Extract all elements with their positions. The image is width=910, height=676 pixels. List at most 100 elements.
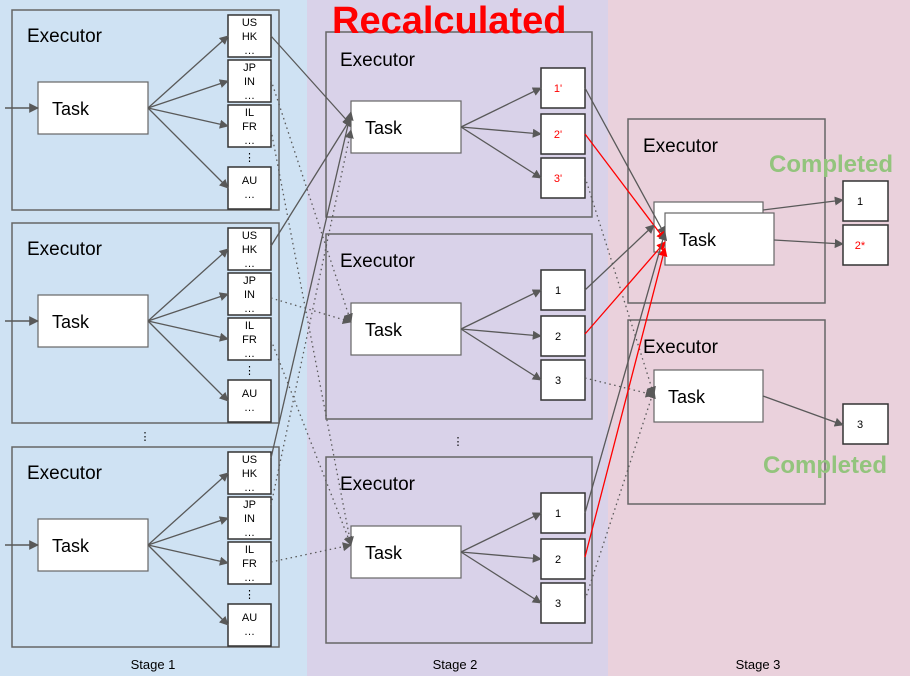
task-label: Task — [52, 312, 90, 332]
executor-label: Executor — [27, 26, 103, 47]
partition-key: AU — [242, 388, 257, 400]
partition-arrow — [147, 107, 229, 129]
task-label: Task — [52, 536, 90, 556]
shuffle-read-arrow — [270, 35, 352, 126]
partition-box — [227, 166, 272, 210]
partition-arrow — [147, 472, 229, 546]
partition-key: IN — [244, 76, 255, 88]
shuffle-read-arrow-dotted — [584, 389, 656, 601]
stage3-executor — [627, 118, 826, 304]
partition-key: HK — [242, 468, 258, 480]
executor-label: Executor — [340, 50, 416, 71]
partition-arrow — [460, 289, 542, 330]
task-label: Task — [52, 99, 90, 119]
ellipsis-dots: ⋮ — [140, 431, 151, 443]
partition-key: JP — [243, 499, 256, 511]
partition-arrow — [147, 320, 229, 402]
partition-key: FR — [242, 121, 257, 133]
partition-id: 2 — [555, 554, 561, 566]
output-partition — [540, 113, 586, 155]
task-label: Task — [365, 320, 403, 340]
partition-key: … — [244, 626, 255, 638]
partition-key: FR — [242, 334, 257, 346]
task-label: Task — [365, 118, 403, 138]
partition-key: … — [244, 135, 255, 147]
partition-arrow — [460, 512, 542, 553]
shuffle-read-arrow-dotted — [270, 129, 354, 546]
partition-key: US — [242, 230, 257, 242]
output-id: 2* — [855, 240, 866, 252]
stage3-background — [608, 0, 910, 676]
partition-key: US — [242, 454, 257, 466]
partition-arrow — [460, 126, 542, 138]
shuffle-read-arrow-dotted — [270, 542, 352, 563]
stage1-task — [37, 518, 149, 572]
shuffle-read-arrow-dotted — [584, 377, 655, 398]
partition-key: HK — [242, 31, 258, 43]
partition-key: AU — [242, 175, 257, 187]
partition-arrow — [460, 87, 542, 128]
partition-key: … — [244, 45, 255, 57]
partition-id: 3' — [554, 173, 562, 185]
stage3-executor — [627, 319, 826, 505]
recalculated-annotation: Recalculated — [332, 0, 566, 42]
partition-key: JP — [243, 62, 256, 74]
stage1-executor — [11, 222, 280, 424]
executor-label: Executor — [643, 136, 719, 157]
partition-arrow — [147, 107, 229, 189]
executor-label: Executor — [643, 337, 719, 358]
partition-id: 3 — [555, 598, 561, 610]
partition-key: IL — [245, 107, 254, 119]
partition-arrow — [460, 328, 542, 340]
partition-box — [227, 541, 272, 585]
partition-box — [227, 603, 272, 647]
output-id: 3 — [857, 419, 863, 431]
partition-box — [227, 379, 272, 423]
ellipsis-dots: ⋮ — [244, 152, 255, 164]
output-partition — [540, 582, 586, 624]
partition-key: AU — [242, 612, 257, 624]
shuffle-read-arrow — [270, 117, 352, 247]
task-label: Task — [668, 387, 706, 407]
completed-annotation: Completed — [769, 151, 893, 178]
partition-id: 1 — [555, 285, 561, 297]
partition-arrow — [460, 551, 542, 563]
partition-id: 1' — [554, 83, 562, 95]
stage1-executor — [11, 9, 280, 211]
executor-label: Executor — [340, 251, 416, 272]
output-id: 1 — [857, 196, 863, 208]
partition-id: 2 — [555, 331, 561, 343]
task-label: Task — [679, 230, 717, 250]
stage2-executor — [325, 31, 593, 218]
partition-arrow — [147, 292, 229, 322]
stage2-task — [350, 525, 462, 579]
ellipsis-dots: ⋮ — [453, 436, 464, 448]
partition-arrow — [147, 79, 229, 109]
partition-key: … — [244, 189, 255, 201]
shuffle-read-arrow — [584, 231, 668, 514]
stage2-task — [350, 100, 462, 154]
output-partition — [540, 359, 586, 401]
final-output — [842, 180, 889, 222]
partition-arrow — [460, 551, 542, 604]
shuffle-read-arrow — [270, 111, 354, 459]
partition-key: IN — [244, 513, 255, 525]
partition-key: … — [244, 258, 255, 270]
partition-key: … — [244, 90, 255, 102]
partition-key: … — [244, 303, 255, 315]
executor-label: Executor — [27, 239, 103, 260]
partition-arrow — [147, 248, 229, 322]
partition-arrow — [147, 544, 229, 566]
partition-key: … — [244, 402, 255, 414]
shuffle-read-arrow-dotted — [584, 176, 656, 396]
partition-key: FR — [242, 558, 257, 570]
partition-box — [227, 496, 272, 540]
final-output — [842, 224, 889, 266]
partition-key: US — [242, 17, 257, 29]
partition-id: 2' — [554, 129, 562, 141]
partition-key: HK — [242, 244, 258, 256]
executor-label: Executor — [27, 463, 103, 484]
output-partition — [540, 315, 586, 357]
partition-arrow — [460, 328, 542, 381]
task-label: Task — [365, 543, 403, 563]
